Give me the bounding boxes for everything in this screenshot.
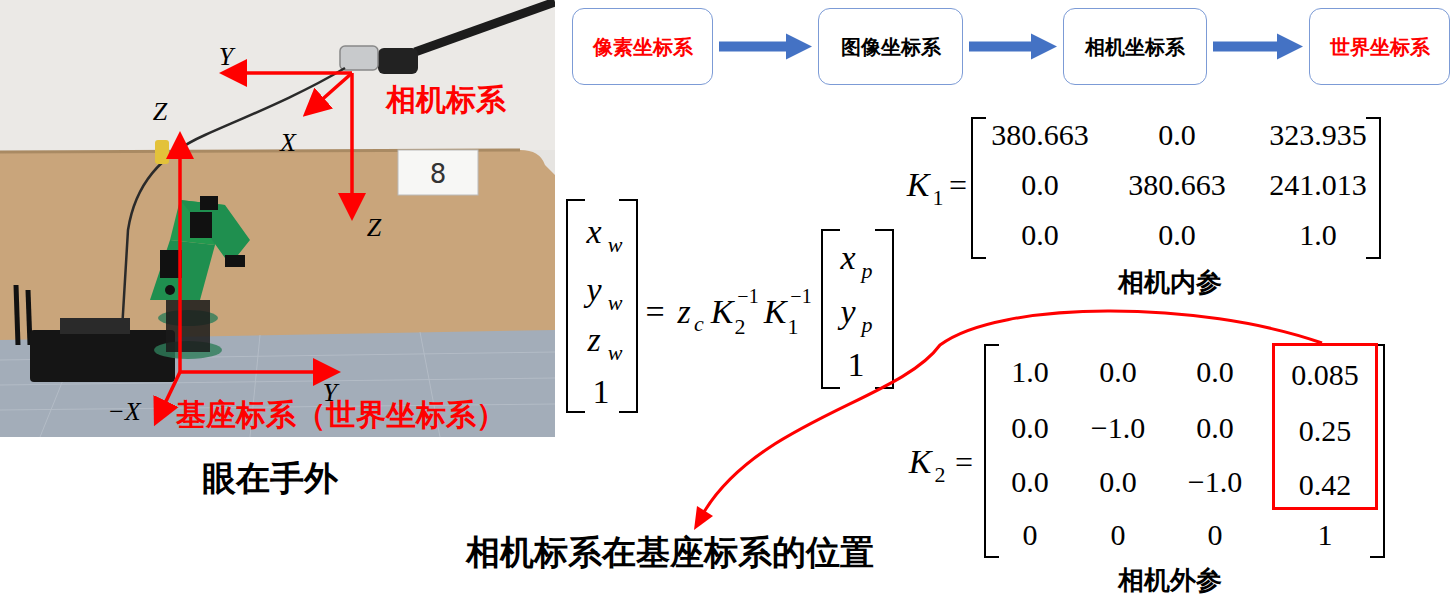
caption-label: 相机内参 xyxy=(1118,269,1222,295)
matrix-entry: 0.0 xyxy=(1021,220,1059,250)
arrow-head xyxy=(1277,34,1303,60)
process-box: 像素坐标系 xyxy=(572,8,713,85)
matrix-entry: 1 xyxy=(848,348,865,382)
math-symbol: w xyxy=(608,342,623,364)
matrix-entry: −1.0 xyxy=(1188,467,1242,497)
box-title: 世界坐标系 xyxy=(1330,37,1430,57)
matrix-entry: 0 xyxy=(1208,520,1223,550)
process-box: 图像坐标系 xyxy=(818,8,963,85)
base-axes xyxy=(157,138,334,420)
matrix-entry: 1.0 xyxy=(1299,220,1337,250)
matrix-entry: −1 xyxy=(790,286,811,306)
math-symbol: y xyxy=(840,295,855,329)
matrix-entry: 1 xyxy=(788,316,799,338)
callout-curve xyxy=(704,311,1322,512)
matrix-entry: −1 xyxy=(737,286,758,306)
frame-label: 基座标系（世界坐标系） xyxy=(176,400,506,430)
matrix-entry: 0.0 xyxy=(1011,413,1049,443)
arrow-shaft xyxy=(1213,42,1278,52)
math-symbol: w xyxy=(608,292,623,314)
camera-axes xyxy=(226,73,352,214)
caption-label: 相机外参 xyxy=(1118,567,1222,593)
matrix-entry: 0.0 xyxy=(1099,467,1137,497)
matrix-entry: 0.25 xyxy=(1299,416,1352,446)
matrix-entry: = xyxy=(949,169,967,201)
flow-arrow xyxy=(969,34,1057,60)
callout-arrowhead xyxy=(694,506,713,530)
highlight-box: 0.085 0.25 0.42 xyxy=(1272,343,1378,510)
matrix-entry: 0.0 xyxy=(1011,467,1049,497)
matrix-entry: 0.0 xyxy=(1099,357,1137,387)
math-symbol: K xyxy=(907,168,930,202)
matrix-entry: 0.0 xyxy=(1158,220,1196,250)
caption-label: 眼在手外 xyxy=(202,461,338,495)
matrix-entry: 0.085 xyxy=(1291,360,1359,390)
math-symbol: w xyxy=(608,234,623,256)
axis-label: X xyxy=(280,130,296,156)
box-title: 相机坐标系 xyxy=(1085,37,1185,57)
math-symbol: y xyxy=(586,273,601,307)
matrix-entry: 1 xyxy=(1318,520,1333,550)
matrix-entry: 2 xyxy=(935,464,946,486)
math-symbol: p xyxy=(862,314,873,336)
axis-label: −X xyxy=(107,399,140,425)
matrix-entry: 323.935 xyxy=(1269,120,1367,150)
math-symbol: x xyxy=(586,215,601,249)
matrix-entry: 0.42 xyxy=(1299,470,1352,500)
arrow-head xyxy=(1031,34,1057,60)
matrix-entry: 1 xyxy=(933,187,944,209)
arrow-shaft xyxy=(719,42,787,52)
matrix-entry: 2 xyxy=(735,316,746,338)
matrix-brackets xyxy=(567,118,1384,557)
matrix-entry: 0 xyxy=(1023,520,1038,550)
box-title: 图像坐标系 xyxy=(841,37,941,57)
caption-label: 相机标系在基座标系的位置 xyxy=(466,535,874,569)
matrix-entry: 0.0 xyxy=(1196,357,1234,387)
matrix-entry: 380.663 xyxy=(991,120,1089,150)
math-symbol: K xyxy=(909,445,932,479)
matrix-entry: 380.663 xyxy=(1128,170,1226,200)
matrix-entry: = xyxy=(645,295,664,329)
math-symbol: x xyxy=(840,241,855,275)
arrow-head xyxy=(786,34,812,60)
matrix-entry: = xyxy=(955,446,973,478)
axis-label: Z xyxy=(367,215,381,241)
frame-label: 相机标系 xyxy=(386,85,506,115)
matrix-entry: 1.0 xyxy=(1011,357,1049,387)
math-symbol: K xyxy=(711,295,734,329)
math-symbol: c xyxy=(694,313,704,335)
flow-arrow xyxy=(1213,34,1303,60)
desk-number: 8 xyxy=(430,161,447,187)
matrix-entry: 241.013 xyxy=(1269,170,1367,200)
matrix-entry: 0 xyxy=(1111,520,1126,550)
math-symbol: z xyxy=(677,295,690,329)
box-title: 像素坐标系 xyxy=(593,37,693,57)
arrow-shaft xyxy=(969,42,1032,52)
axis-label: Y xyxy=(219,44,233,70)
matrix-entry: 0.0 xyxy=(1021,170,1059,200)
process-box: 世界坐标系 xyxy=(1309,8,1450,85)
axis-label: Z xyxy=(153,99,167,125)
matrix-entry: 0.0 xyxy=(1196,413,1234,443)
math-symbol: z xyxy=(587,323,600,357)
flow-arrow xyxy=(719,34,812,60)
matrix-entry: −1.0 xyxy=(1091,413,1145,443)
math-symbol: K xyxy=(764,295,787,329)
matrix-entry: 0.0 xyxy=(1158,120,1196,150)
math-symbol: p xyxy=(862,260,873,282)
process-box: 相机坐标系 xyxy=(1063,8,1207,85)
matrix-entry: 1 xyxy=(593,375,610,409)
